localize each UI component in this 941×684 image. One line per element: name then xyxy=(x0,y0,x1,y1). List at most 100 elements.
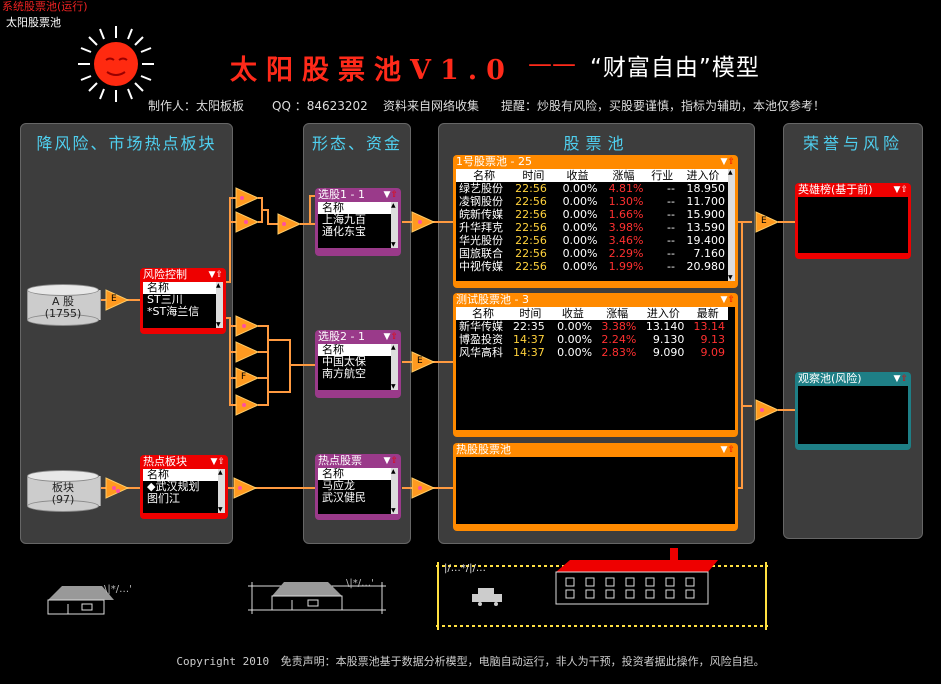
window-title: 系统股票池(运行) xyxy=(0,0,941,14)
list-item[interactable]: 南方航空 xyxy=(322,367,366,380)
scrollbar[interactable] xyxy=(391,468,398,514)
sector-source[interactable]: 板块(97) xyxy=(27,470,101,512)
col-header[interactable]: 最新 xyxy=(687,307,728,320)
col-header[interactable]: 行业 xyxy=(646,169,678,182)
widget-menu-icon[interactable]: ▼⇧ xyxy=(720,295,735,305)
table-cell: 14:37 xyxy=(513,346,545,359)
app-title: 太阳股票池V1.0 xyxy=(230,55,514,86)
table-cell: 1.99% xyxy=(608,260,644,273)
widget-menu-icon[interactable]: ▼⇧ xyxy=(383,190,398,200)
widget-menu-icon[interactable]: ▼⇧ xyxy=(210,457,225,467)
risk-col-header: 名称 xyxy=(143,282,223,294)
widget-menu-icon[interactable]: ▼⇧ xyxy=(720,157,735,167)
table-cell: -- xyxy=(667,247,675,260)
scrollbar[interactable] xyxy=(216,282,223,328)
widget-menu-icon[interactable]: ▼⇧ xyxy=(383,332,398,342)
table-cell: 绿艺股份 xyxy=(459,182,503,195)
list-item[interactable]: ◆武汉规划 xyxy=(147,480,200,493)
table-cell: 2.29% xyxy=(608,247,644,260)
col-header[interactable]: 时间 xyxy=(510,307,551,320)
col-header[interactable]: 名称 xyxy=(456,307,511,320)
list-item[interactable]: 通化东宝 xyxy=(322,225,366,238)
col-header[interactable]: 收益 xyxy=(554,169,601,182)
list-item[interactable]: 图们江 xyxy=(147,492,180,505)
test-pool-title: 测试股票池 - 3 xyxy=(456,293,529,306)
col-header[interactable]: 进入价 xyxy=(639,307,688,320)
list-item[interactable]: 马应龙 xyxy=(322,479,355,492)
list-item[interactable]: *ST海兰信 xyxy=(147,305,200,318)
col-header[interactable]: 收益 xyxy=(550,307,596,320)
a-share-source[interactable]: A 股(1755) xyxy=(27,284,101,326)
list-item[interactable]: 上海九百 xyxy=(322,213,366,226)
table-cell: -- xyxy=(667,208,675,221)
widget-menu-icon[interactable]: ▼⇧ xyxy=(720,445,735,455)
watch-widget[interactable]: 观察池(风险)▼⇧ xyxy=(795,372,911,450)
hot-sector-title: 热点板块 xyxy=(143,455,187,468)
col-header[interactable]: 涨幅 xyxy=(595,307,640,320)
list-item[interactable]: 中国太保 xyxy=(322,355,366,368)
gate-e3-label: E xyxy=(761,216,767,226)
table-cell: -- xyxy=(667,221,675,234)
col-header[interactable]: 时间 xyxy=(512,169,555,182)
table-cell: 0.00% xyxy=(562,247,598,260)
scrollbar[interactable] xyxy=(728,169,735,281)
sky-marks-1: \|*/…' xyxy=(104,584,132,595)
table-cell: 9.090 xyxy=(652,346,685,359)
hot-stock-widget[interactable]: 热点股票▼⇧ 名称 马应龙 武汉健民 xyxy=(315,454,401,520)
widget-menu-icon[interactable]: ▼⇧ xyxy=(208,270,223,280)
city-scene-icon xyxy=(436,548,768,630)
heroes-title: 英雄榜(基于前) xyxy=(798,183,873,196)
widget-menu-icon[interactable]: ▼⇧ xyxy=(383,456,398,466)
table-cell: 7.160 xyxy=(693,247,726,260)
risk-control-title: 风险控制 xyxy=(143,268,187,281)
table-cell: -- xyxy=(667,182,675,195)
select2-widget[interactable]: 选股2 - 1▼⇧ 名称 中国太保 南方航空 xyxy=(315,330,401,398)
table-cell: 0.00% xyxy=(562,195,598,208)
risk-control-widget[interactable]: 风险控制 ▼⇧ 名称 ST三川 *ST海兰信 xyxy=(140,268,226,334)
table-cell: 风华高科 xyxy=(459,346,503,359)
scrollbar[interactable] xyxy=(391,344,398,390)
table-cell: 2.83% xyxy=(601,346,637,359)
table-cell: 0.00% xyxy=(557,333,593,346)
hot-sector-widget[interactable]: 热点板块▼⇧ 名称 ◆武汉规划 图们江 xyxy=(140,455,228,519)
list-item[interactable]: 武汉健民 xyxy=(322,491,366,504)
table-cell: 中视传媒 xyxy=(459,260,503,273)
table-cell: 13.14 xyxy=(693,320,726,333)
scrollbar[interactable] xyxy=(218,469,225,513)
col-header[interactable]: 进入价 xyxy=(677,169,728,182)
gate-e2-label: E xyxy=(417,356,423,366)
select1-widget[interactable]: 选股1 - 1▼⇧ 名称 上海九百 通化东宝 xyxy=(315,188,401,256)
table-cell: 22:56 xyxy=(515,247,547,260)
table-cell: 1.30% xyxy=(608,195,644,208)
table-cell: -- xyxy=(667,260,675,273)
table-cell: 22:35 xyxy=(513,320,545,333)
widget-menu-icon[interactable]: ▼⇧ xyxy=(893,374,908,384)
hot-pool-widget[interactable]: 热股股票池▼⇧ xyxy=(453,443,738,531)
author-credit: 制作人：太阳板板 xyxy=(148,99,245,113)
hot-pool-body xyxy=(456,457,735,524)
widget-menu-icon[interactable]: ▼⇧ xyxy=(893,185,908,195)
list-item[interactable]: ST三川 xyxy=(147,293,183,306)
heroes-widget[interactable]: 英雄榜(基于前) ▼⇧ xyxy=(795,183,911,259)
model-subtitle: “财富自由”模型 xyxy=(590,55,760,81)
window-subtitle: 太阳股票池 xyxy=(6,16,61,29)
table-cell: 22:56 xyxy=(515,208,547,221)
sun-logo xyxy=(78,26,154,102)
scrollbar[interactable] xyxy=(391,202,398,248)
col-header[interactable]: 名称 xyxy=(456,169,513,182)
sky-marks-3: |/…*/|/… xyxy=(444,563,486,574)
col-header[interactable]: 涨幅 xyxy=(600,169,647,182)
